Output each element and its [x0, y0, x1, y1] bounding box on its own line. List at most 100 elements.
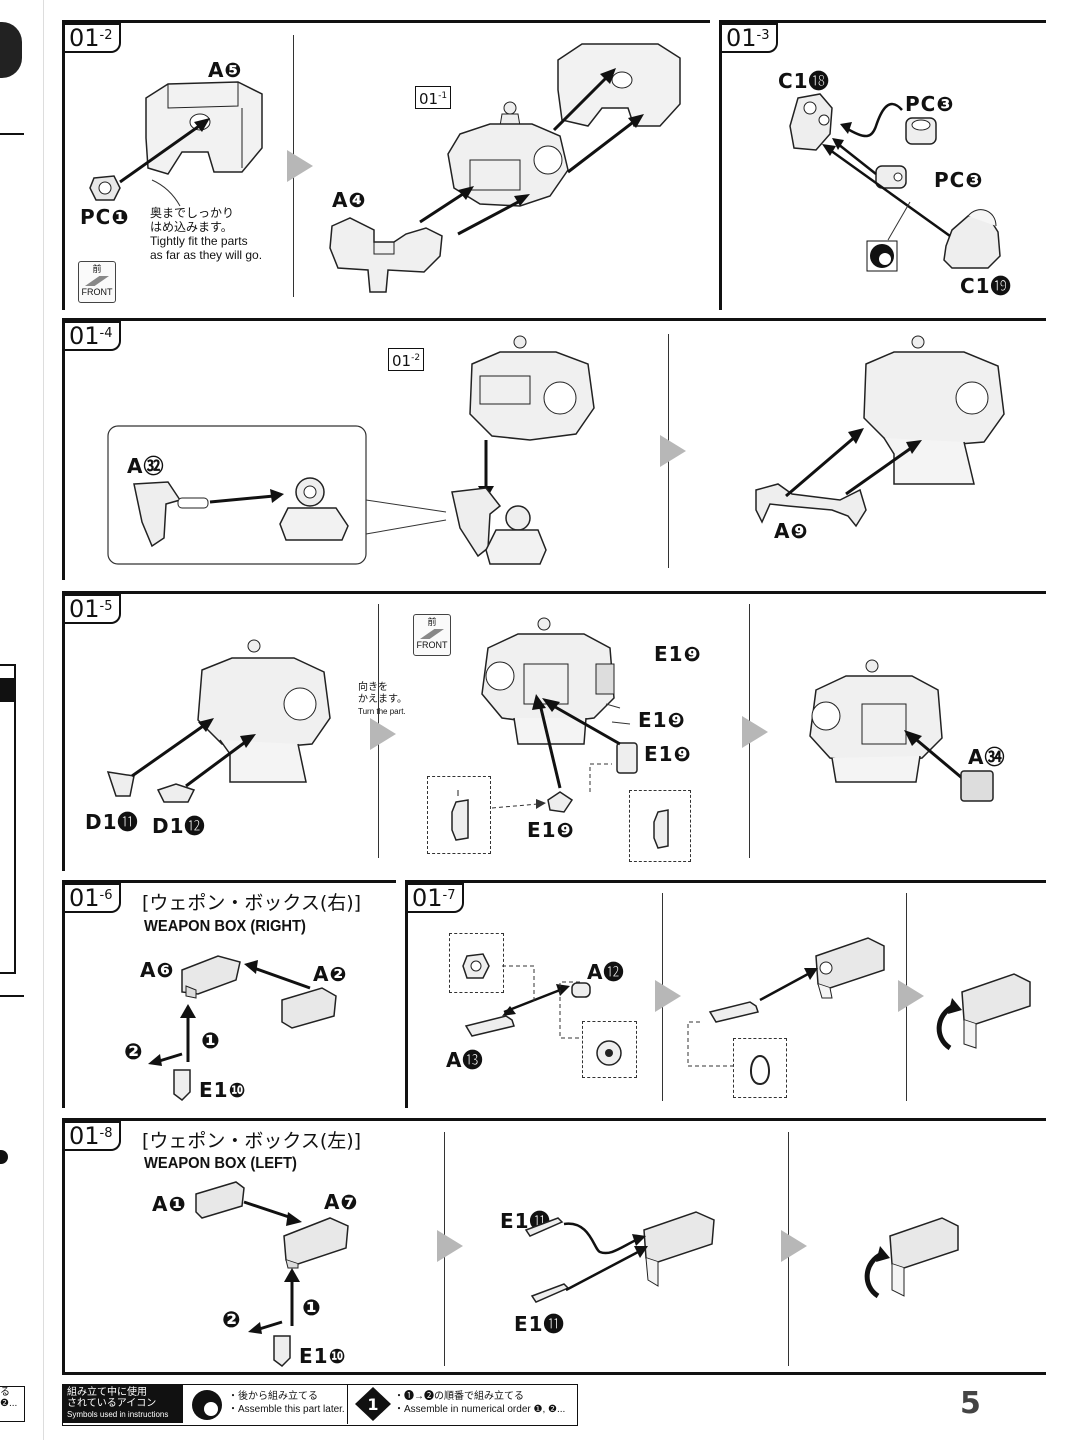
front-icon: 前 FRONT	[78, 261, 116, 303]
front-icon-en: FRONT	[416, 640, 448, 650]
part-label-pc3a: PC❸	[905, 92, 955, 116]
arrow-pin-to-box	[759, 968, 818, 1002]
arrows-a9	[785, 428, 922, 498]
step-label-01-4: 01-4	[65, 321, 121, 351]
box-body-illustration-01-8	[643, 1211, 715, 1287]
part-a34-illustration	[960, 770, 994, 802]
arrows-to-a5-placed	[552, 68, 644, 174]
part-label-c19: C1⓳	[960, 274, 1012, 298]
note-jp-1: 奥までしっかり	[150, 206, 235, 220]
part-pc3b-illustration	[875, 165, 907, 189]
legend-order-en: ・Assemble in numerical order ❶, ❷...	[394, 1404, 566, 1415]
part-d11-illustration	[106, 771, 135, 797]
step-label-01-6: 01-6	[65, 883, 121, 913]
detail-box-a12-hex	[449, 933, 504, 993]
margin-snippet-2: ❷...	[0, 1398, 18, 1409]
margin-marker	[0, 1150, 8, 1164]
margin-line-2	[0, 995, 24, 997]
legend-later-en: ・Assemble this part later.	[228, 1404, 345, 1415]
part-label-pc1: PC❶	[80, 205, 130, 229]
arrows-a4-to-core	[419, 186, 530, 236]
torso-complete-illustration	[809, 659, 943, 783]
ref-sub: -1	[438, 91, 448, 101]
part-a6-illustration	[181, 955, 241, 999]
box-rotated-illustration-01-8	[864, 1217, 959, 1299]
step-sub: -8	[99, 1126, 113, 1141]
round-detail-illustration	[596, 1040, 622, 1066]
arrow-e10-up-left	[284, 1268, 300, 1326]
note-en-1: Tightly fit the parts	[150, 234, 248, 248]
detail-leaders-01-7	[502, 965, 582, 1039]
arrows-e9	[532, 694, 631, 789]
part-label-e10: E1❿	[199, 1078, 247, 1102]
part-pc3a-illustration	[905, 117, 937, 145]
next-arrow	[655, 980, 681, 1012]
box-body-illustration-01-7	[815, 937, 885, 999]
waist-assembly-illustration	[451, 487, 547, 565]
legend-title-jp-2: されているアイコン	[67, 1398, 157, 1409]
open-ring-illustration	[750, 1055, 770, 1086]
arrows-c18-assembly	[822, 102, 951, 238]
next-arrow	[437, 1230, 463, 1262]
torso-core-illustration	[447, 101, 569, 207]
ref-num: 01	[419, 90, 439, 108]
step-sub: -2	[99, 28, 113, 43]
detail-leaders-01-5	[491, 763, 612, 809]
part-label-e9a: E1❾	[654, 642, 702, 666]
row2-top-rule	[62, 318, 1046, 321]
part-c18-illustration	[789, 93, 833, 151]
row5-bottom-rule	[62, 1372, 1046, 1375]
next-arrow	[898, 980, 924, 1012]
step-label-01-2: 01-2	[65, 23, 121, 53]
prev-page-tab	[0, 22, 22, 78]
arrow-e10-side-left	[248, 1320, 283, 1334]
legend-title-box: 組み立て中に使用 されているアイコン Symbols used in instr…	[63, 1385, 183, 1423]
next-arrow	[781, 1230, 807, 1262]
page-gutter	[43, 0, 44, 1440]
prev-page-box-head	[0, 678, 14, 702]
part-label-a32: A㉜	[127, 454, 165, 478]
legend-title-jp-1: 組み立て中に使用	[67, 1387, 147, 1398]
part-e10-illustration	[173, 1069, 191, 1101]
order-marker-1: ❶	[201, 1029, 221, 1054]
part-label-a34: A㉞	[968, 745, 1006, 769]
detail-box-e9-right	[629, 790, 691, 862]
step-sub: -7	[442, 888, 456, 903]
row4-top-rule-left	[62, 880, 396, 883]
row4-left-rule	[62, 880, 65, 1108]
margin-line-1	[0, 133, 24, 135]
row2-left-rule	[62, 318, 65, 580]
step-num: 01	[69, 24, 100, 52]
torso-01-2-illustration	[469, 335, 595, 441]
joint-illustration-small	[279, 477, 349, 541]
step-label-01-3: 01-3	[722, 23, 778, 53]
step-num: 01	[69, 884, 100, 912]
part-label-a12: A⓬	[587, 960, 625, 984]
arrow-a32	[209, 489, 284, 504]
detail-e9-right-illustration	[653, 809, 669, 849]
part-label-a6: A❻	[140, 958, 175, 982]
part-e9d-illustration	[547, 791, 574, 813]
title-en-left: WEAPON BOX (LEFT)	[144, 1155, 297, 1172]
part-d12-illustration	[156, 783, 196, 803]
step-sub: -3	[756, 28, 770, 43]
front-icon-jp: 前	[427, 617, 437, 627]
part-a1-illustration	[195, 1181, 245, 1219]
arrow-a34	[904, 730, 963, 780]
arrow-a2	[244, 960, 311, 990]
title-jp-right: [ウェポン・ボックス(右)]	[142, 892, 362, 914]
note-jp-2: はめ込みます。	[150, 220, 233, 234]
part-label-e10-left: E1❿	[299, 1344, 347, 1368]
part-e11a-illustration	[524, 1217, 564, 1237]
step-label-01-7: 01-7	[408, 883, 464, 913]
order-marker-1: ❶	[302, 1296, 322, 1321]
row4-divider	[405, 880, 408, 1108]
pin-illustration-01-7	[708, 1001, 759, 1023]
part-a9-illustration	[755, 483, 867, 528]
part-label-a9: A❾	[774, 519, 809, 543]
legend-order-jp: ・❶→❷の順番で組み立てる	[394, 1391, 524, 1402]
part-pc1-illustration	[89, 175, 121, 201]
arrow-e10-up	[180, 1004, 196, 1062]
next-arrow	[370, 718, 396, 750]
note-en-2: as far as they will go.	[150, 248, 263, 262]
